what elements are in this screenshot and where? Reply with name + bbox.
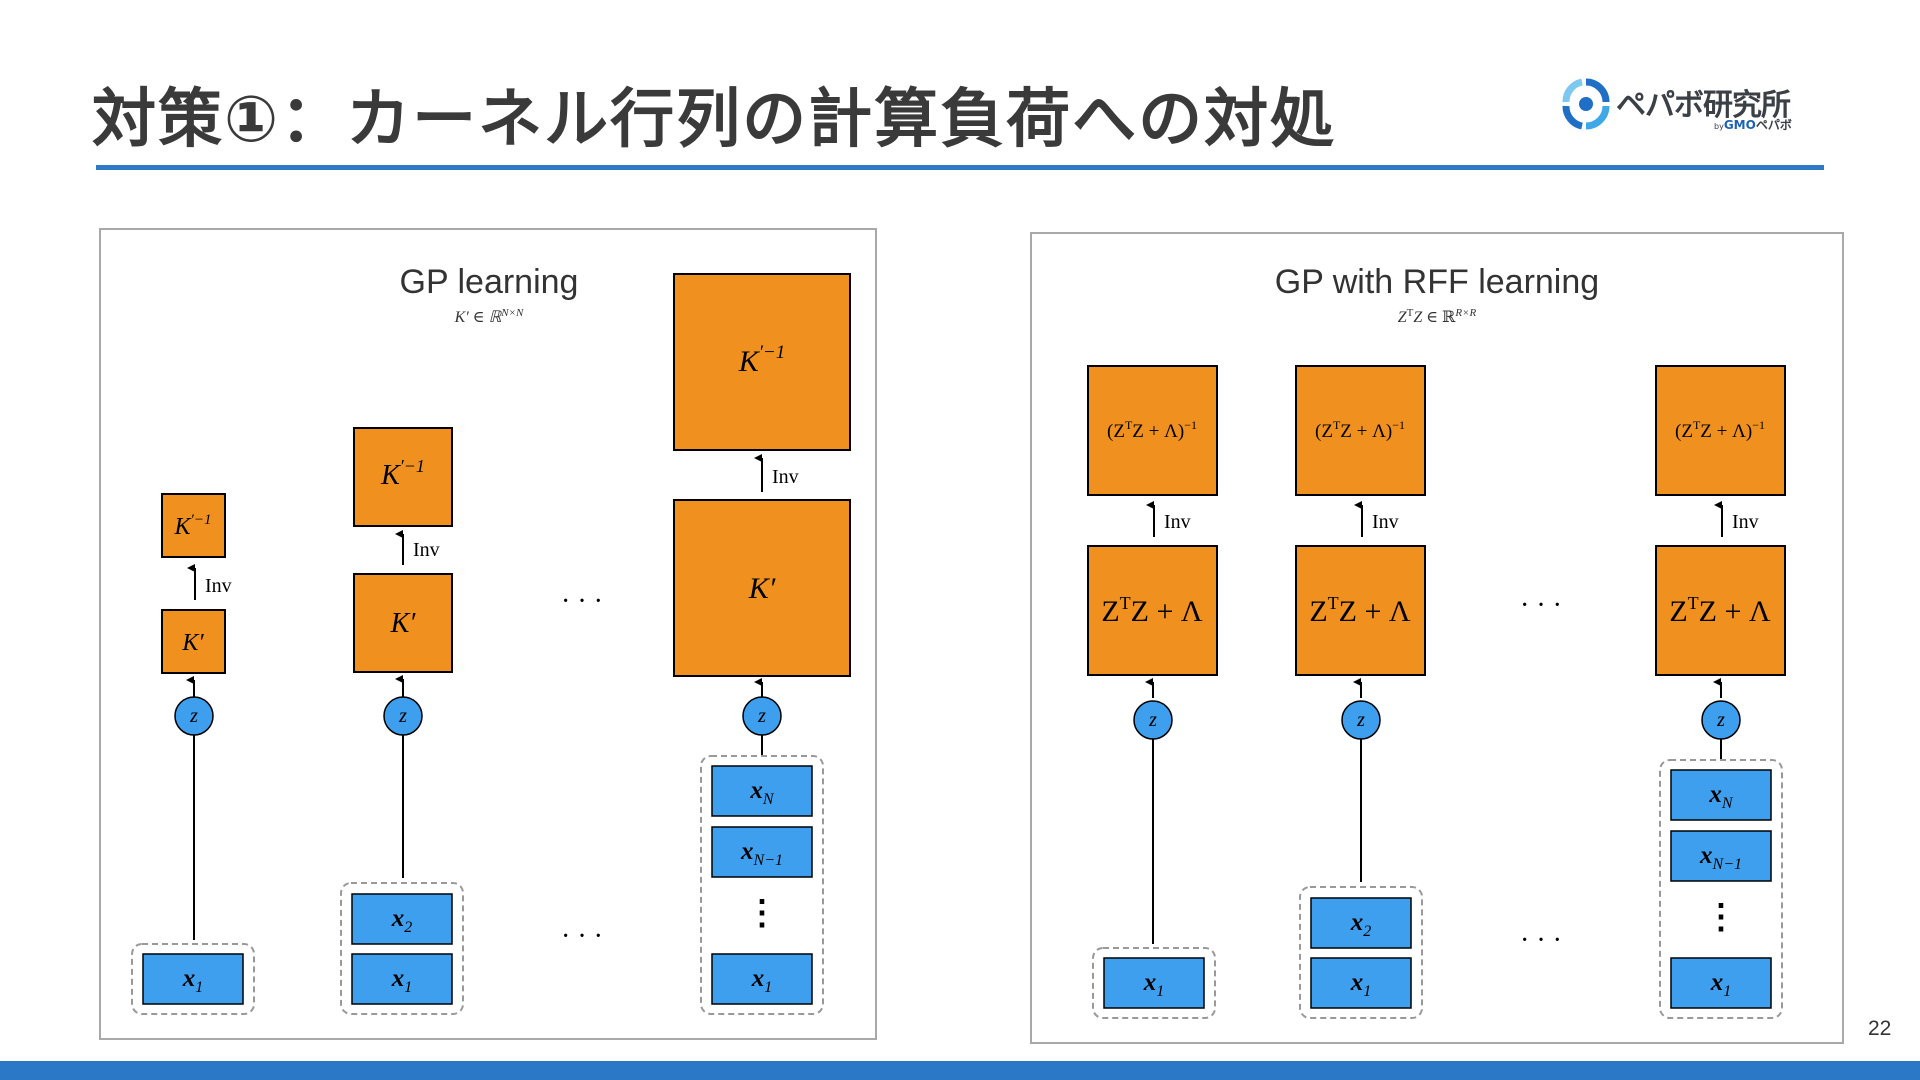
colC-x1-block: [1670, 957, 1772, 1009]
colC-block-label: ZTZ + Λ: [1669, 593, 1771, 628]
colA-inv-block-label: (ZTZ + Λ)−1: [1107, 418, 1197, 442]
col1-x1-block: [142, 953, 244, 1005]
colC-z-label: z: [1716, 709, 1725, 731]
colA-z-label: z: [1148, 709, 1157, 731]
col2-z-label: z: [398, 705, 407, 727]
col1-z-label: z: [189, 705, 198, 727]
col3-Kinv-block: [673, 273, 851, 451]
colC-inv-label: Inv: [1732, 511, 1759, 533]
left-panel-subtitle: K′ ∈ ℝN×N: [454, 307, 524, 326]
colC-xN1-block: [1670, 830, 1772, 882]
colB-x1-block: [1310, 957, 1412, 1009]
col1-K-block: [161, 609, 226, 674]
colB-block: [1295, 545, 1426, 676]
title-underline: [96, 165, 1824, 170]
pepabo-lab-logo: ペパボ研究所 byGMOペパボ: [1562, 78, 1824, 133]
col3-inv-label: Inv: [772, 466, 799, 488]
colB-x-group: [1299, 886, 1423, 1019]
colA-x-group: [1092, 947, 1216, 1019]
slide-title: 対策①：カーネル行列の計算負荷への対処: [92, 83, 1337, 157]
gp-rff-learning-panel: GP with RFF learning ZTZ ∈ ℝR×R (ZTZ + Λ…: [1030, 232, 1844, 1044]
gp-learning-diagram: GP learning K′ ∈ ℝN×N K′−1 Inv K′ z x1 K…: [131, 263, 851, 1015]
col2-K-block: [353, 573, 453, 673]
right-bottom-ellipsis: · · ·: [1520, 925, 1562, 956]
page-number: 22: [1868, 1017, 1892, 1040]
colB-inv-block-label: (ZTZ + Λ)−1: [1315, 418, 1405, 442]
col2-inv-label: Inv: [413, 539, 440, 561]
colA-x1-block: [1103, 957, 1205, 1009]
col3-xN-label: xN: [749, 777, 775, 808]
right-top-ellipsis: · · ·: [1520, 590, 1562, 621]
colA-block: [1087, 545, 1218, 676]
colB-z-label: z: [1356, 709, 1365, 731]
col1-x-group: [131, 943, 255, 1015]
col2-Kinv-block: [353, 427, 453, 527]
colB-x2-block: [1310, 897, 1412, 949]
col3-xN-block: [711, 765, 813, 817]
colB-block-label: ZTZ + Λ: [1309, 593, 1411, 628]
colA-block-label: ZTZ + Λ: [1101, 593, 1203, 628]
logo-text: ペパボ研究所: [1616, 88, 1791, 123]
logo-sub-gmo: GMO: [1723, 118, 1756, 132]
colC-block: [1655, 545, 1786, 676]
gp-rff-learning-diagram: GP with RFF learning ZTZ ∈ ℝR×R (ZTZ + Λ…: [1087, 263, 1786, 1019]
col3-xN1-block: [711, 826, 813, 878]
colA-inv-block: [1087, 365, 1218, 496]
colC-vertical-ellipsis: ⋮: [1704, 899, 1738, 936]
col1-inv-label: Inv: [205, 575, 232, 597]
col3-x1-block: [711, 953, 813, 1005]
left-bottom-ellipsis: · · ·: [561, 921, 603, 952]
colC-inv-block: [1655, 365, 1786, 496]
col3-z-label: z: [757, 705, 766, 727]
col1-K-label: K′: [181, 630, 204, 656]
col3-x-group: [700, 755, 824, 1015]
col3-K-block: [673, 499, 851, 677]
logo-sub-by: by: [1714, 122, 1724, 131]
col2-K-label: K′: [390, 608, 417, 639]
right-panel-subtitle: ZTZ ∈ ℝR×R: [1398, 307, 1477, 326]
colC-xN-block: [1670, 769, 1772, 821]
colB-inv-block: [1295, 365, 1426, 496]
col2-x-group: [340, 882, 464, 1015]
colC-x-group: [1659, 759, 1783, 1019]
logo-sub-pepabo: ペパボ: [1755, 118, 1792, 132]
col2-x2-block: [351, 893, 453, 945]
col3-K-label: K′: [748, 572, 776, 605]
right-panel-title: GP with RFF learning: [1275, 263, 1599, 301]
logo-subtext: byGMOペパボ: [1714, 116, 1792, 133]
gp-learning-panel: GP learning K′ ∈ ℝN×N K′−1 Inv K′ z x1 K…: [99, 228, 877, 1040]
left-panel-title: GP learning: [400, 263, 579, 301]
col3-vertical-ellipsis: ⋮: [745, 895, 779, 932]
footer-bar: [0, 1061, 1920, 1080]
col2-x1-block: [351, 953, 453, 1005]
col1-Kinv-block: [161, 493, 226, 558]
colC-inv-block-label: (ZTZ + Λ)−1: [1675, 418, 1765, 442]
colA-inv-label: Inv: [1164, 511, 1191, 533]
logo-mark-icon: [1562, 78, 1610, 130]
colB-inv-label: Inv: [1372, 511, 1399, 533]
left-top-ellipsis: · · ·: [561, 586, 603, 617]
